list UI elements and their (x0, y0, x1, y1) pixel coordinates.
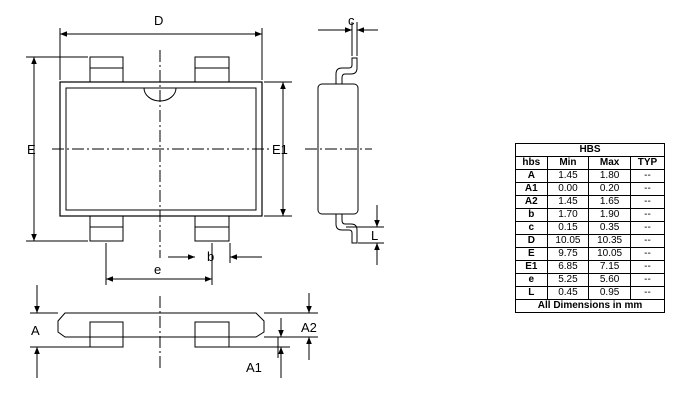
row-min: 0.15 (546, 221, 590, 235)
row-typ: -- (629, 182, 666, 196)
row-max: 1.65 (588, 195, 631, 209)
row-symbol: A (515, 169, 548, 183)
table-footer-row: All Dimensions in mm (515, 299, 665, 313)
label-A1: A1 (246, 360, 262, 375)
table-row: A1 0.00 0.20 -- (515, 182, 666, 196)
table-row: A2 1.45 1.65 -- (515, 195, 666, 209)
row-symbol: E (515, 247, 548, 261)
row-min: 0.45 (546, 286, 590, 300)
row-max: 10.35 (588, 234, 631, 248)
label-A2: A2 (301, 320, 317, 335)
dim-b (168, 243, 262, 263)
row-symbol: A1 (515, 182, 548, 196)
row-max: 0.35 (588, 221, 631, 235)
row-max: 0.20 (588, 182, 631, 196)
row-typ: -- (629, 247, 666, 261)
lead-top-right (194, 56, 230, 84)
row-typ: -- (629, 273, 666, 287)
front-lead-left (89, 321, 124, 348)
dim-e (105, 243, 213, 285)
table-title: HBS (515, 143, 665, 157)
row-symbol: A2 (515, 195, 548, 209)
label-D: D (154, 13, 163, 28)
table-row: E1 6.85 7.15 -- (515, 260, 666, 274)
row-typ: -- (629, 286, 666, 300)
row-max: 1.80 (588, 169, 631, 183)
front-view (57, 296, 265, 368)
dimensions-table: HBS hbs Min Max TYP A 1.45 1.80 -- A1 0.… (515, 143, 666, 313)
front-body (57, 312, 265, 338)
header-typ: TYP (629, 156, 666, 170)
header-max: Max (588, 156, 631, 170)
row-symbol: b (515, 208, 548, 222)
table-row: L 0.45 0.95 -- (515, 286, 666, 300)
row-min: 1.45 (546, 169, 590, 183)
table-footer: All Dimensions in mm (515, 299, 665, 313)
table-row: E 9.75 10.05 -- (515, 247, 666, 261)
row-typ: -- (629, 208, 666, 222)
table-row: c 0.15 0.35 -- (515, 221, 666, 235)
row-min: 5.25 (546, 273, 590, 287)
row-typ: -- (629, 234, 666, 248)
top-view (52, 50, 272, 258)
table-row: D 10.05 10.35 -- (515, 234, 666, 248)
row-symbol: e (515, 273, 548, 287)
dim-E (26, 56, 88, 242)
row-max: 10.05 (588, 247, 631, 261)
lead-top-left (89, 56, 124, 84)
side-view-right (305, 57, 372, 244)
row-min: 1.45 (546, 195, 590, 209)
table-header-row: hbs Min Max TYP (515, 156, 666, 170)
table-row: b 1.70 1.90 -- (515, 208, 666, 222)
dim-D (59, 28, 263, 80)
dim-A1 (229, 318, 290, 378)
table-title-row: HBS (515, 143, 665, 157)
label-L: L (371, 228, 378, 243)
dim-L (346, 205, 384, 265)
row-symbol: c (515, 221, 548, 235)
label-e: e (154, 262, 161, 277)
header-min: Min (546, 156, 590, 170)
row-typ: -- (629, 195, 666, 209)
label-A: A (31, 323, 40, 338)
dim-A2 (264, 293, 318, 360)
dim-A (30, 285, 90, 378)
row-typ: -- (629, 221, 666, 235)
table-row: A 1.45 1.80 -- (515, 169, 666, 183)
front-lead-right (194, 321, 230, 348)
label-c: c (348, 13, 355, 28)
row-max: 1.90 (588, 208, 631, 222)
dim-c (318, 22, 378, 56)
row-typ: -- (629, 260, 666, 274)
row-max: 0.95 (588, 286, 631, 300)
label-E1: E1 (272, 142, 288, 157)
row-min: 10.05 (546, 234, 590, 248)
header-hbs: hbs (515, 156, 548, 170)
label-E: E (27, 142, 36, 157)
table-row: e 5.25 5.60 -- (515, 273, 666, 287)
dim-E1 (264, 81, 292, 217)
row-min: 6.85 (546, 260, 590, 274)
row-min: 9.75 (546, 247, 590, 261)
row-symbol: E1 (515, 260, 548, 274)
row-min: 1.70 (546, 208, 590, 222)
row-min: 0.00 (546, 182, 590, 196)
row-max: 5.60 (588, 273, 631, 287)
row-symbol: L (515, 286, 548, 300)
row-symbol: D (515, 234, 548, 248)
row-max: 7.15 (588, 260, 631, 274)
label-b: b (207, 249, 214, 264)
row-typ: -- (629, 169, 666, 183)
